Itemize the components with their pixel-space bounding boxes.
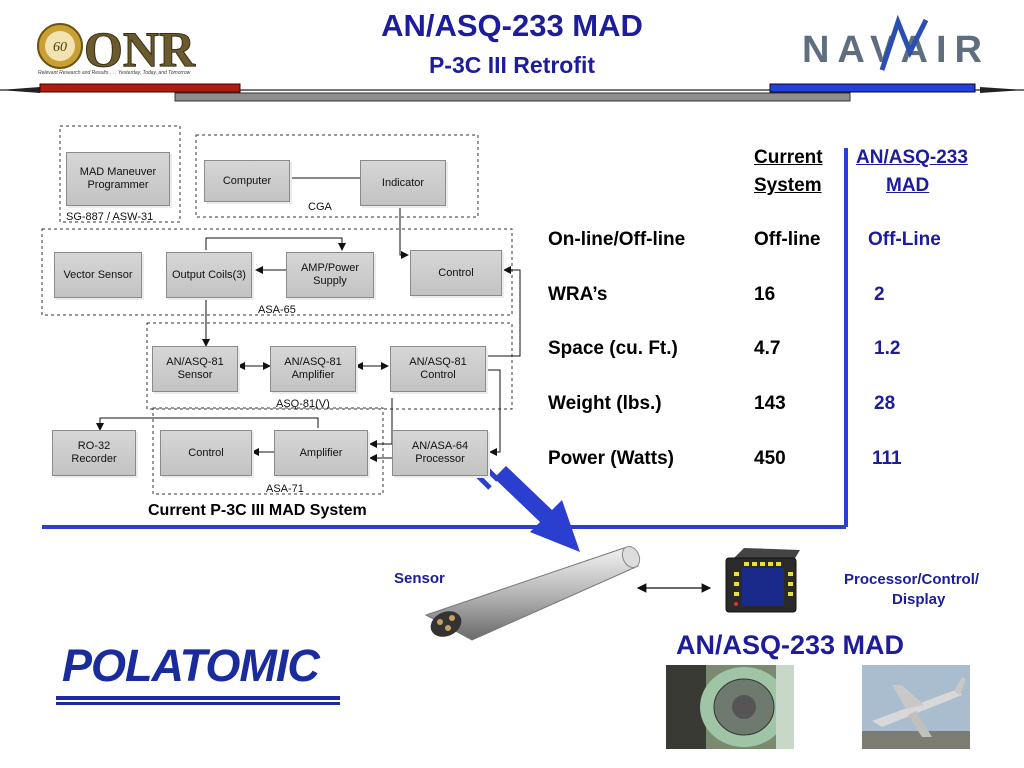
slide-title: AN/ASQ-233 MAD xyxy=(381,8,643,43)
block-asq81-sensor: AN/ASQ-81 Sensor xyxy=(152,346,238,392)
sensor-install-photo xyxy=(666,665,794,749)
row-label: WRA’s xyxy=(548,284,608,305)
onr-badge-number: 60 xyxy=(53,40,67,55)
group-asq81v xyxy=(146,322,513,410)
polatomic-logo-text: POLATOMIC xyxy=(62,640,320,691)
block-mad-programmer: MAD Maneuver Programmer xyxy=(66,152,170,206)
block-asq81-control: AN/ASQ-81 Control xyxy=(390,346,486,392)
row-current-value: Off-line xyxy=(754,229,821,250)
processor-label-line2: Display xyxy=(892,591,946,608)
block-asq81-amplifier: AN/ASQ-81 Amplifier xyxy=(270,346,356,392)
row-new-value: 1.2 xyxy=(874,338,901,359)
group-label-asq81v: ASQ-81(V) xyxy=(276,398,330,410)
block-output-coils: Output Coils(3) xyxy=(166,252,252,298)
sensor-label: Sensor xyxy=(394,570,445,587)
group-label-asa65: ASA-65 xyxy=(258,304,296,316)
onr-logo: 60 ONR xyxy=(37,21,196,78)
aircraft-photo xyxy=(862,665,970,749)
group-label-asa71: ASA-71 xyxy=(266,483,304,495)
group-label-sg887: SG-887 / ASW-31 xyxy=(66,211,154,223)
block-indicator: Indicator xyxy=(360,160,446,206)
group-asa65 xyxy=(41,228,513,316)
slide-subtitle: P-3C III Retrofit xyxy=(428,52,596,78)
row-label: Power (Watts) xyxy=(548,448,674,469)
block-vector-sensor: Vector Sensor xyxy=(54,252,142,298)
row-label: Space (cu. Ft.) xyxy=(548,338,678,359)
polatomic-underline xyxy=(56,696,340,705)
row-new-value: 111 xyxy=(872,448,902,469)
row-current-value: 4.7 xyxy=(754,338,781,359)
row-label: On-line/Off-line xyxy=(548,229,686,250)
navair-swoosh-icon xyxy=(879,14,929,71)
mad-sensor-image xyxy=(424,545,641,641)
block-control-asa71: Control xyxy=(160,430,252,476)
block-control-asa65: Control xyxy=(410,250,502,296)
row-new-value: 2 xyxy=(874,284,885,305)
row-new-value: Off-Line xyxy=(868,229,941,250)
processor-display-image xyxy=(725,548,800,613)
row-label: Weight (lbs.) xyxy=(548,393,662,414)
block-asa64-processor: AN/ASA-64 Processor xyxy=(392,430,488,476)
block-ro32-recorder: RO-32 Recorder xyxy=(52,430,136,476)
diagram-caption: Current P-3C III MAD System xyxy=(148,502,367,519)
block-computer: Computer xyxy=(204,160,290,202)
group-sg887 xyxy=(59,125,181,223)
header-new-line1: AN/ASQ-233 xyxy=(856,147,968,168)
down-right-arrow-icon xyxy=(474,464,580,552)
group-cga xyxy=(195,134,479,218)
row-new-value: 28 xyxy=(874,393,896,414)
row-current-value: 143 xyxy=(754,393,786,414)
row-current-value: 450 xyxy=(754,448,786,469)
block-amplifier: Amplifier xyxy=(274,430,368,476)
header-current-line1: Current xyxy=(754,147,823,168)
onr-logo-text: ONR xyxy=(84,21,196,77)
group-label-cga: CGA xyxy=(308,201,332,213)
system-name: AN/ASQ-233 MAD xyxy=(676,630,905,660)
navair-logo: NAVAIR xyxy=(802,14,982,71)
row-current-value: 16 xyxy=(754,284,776,305)
onr-tagline: Relevant Research and Results . . . Yest… xyxy=(38,70,191,76)
header-divider xyxy=(0,83,1024,102)
group-asa71 xyxy=(152,407,384,495)
block-amp-power-supply: AMP/Power Supply xyxy=(286,252,374,298)
processor-label-line1: Processor/Control/ xyxy=(844,571,980,588)
header-current-line2: System xyxy=(754,175,822,196)
header-new-line2: MAD xyxy=(886,175,930,196)
